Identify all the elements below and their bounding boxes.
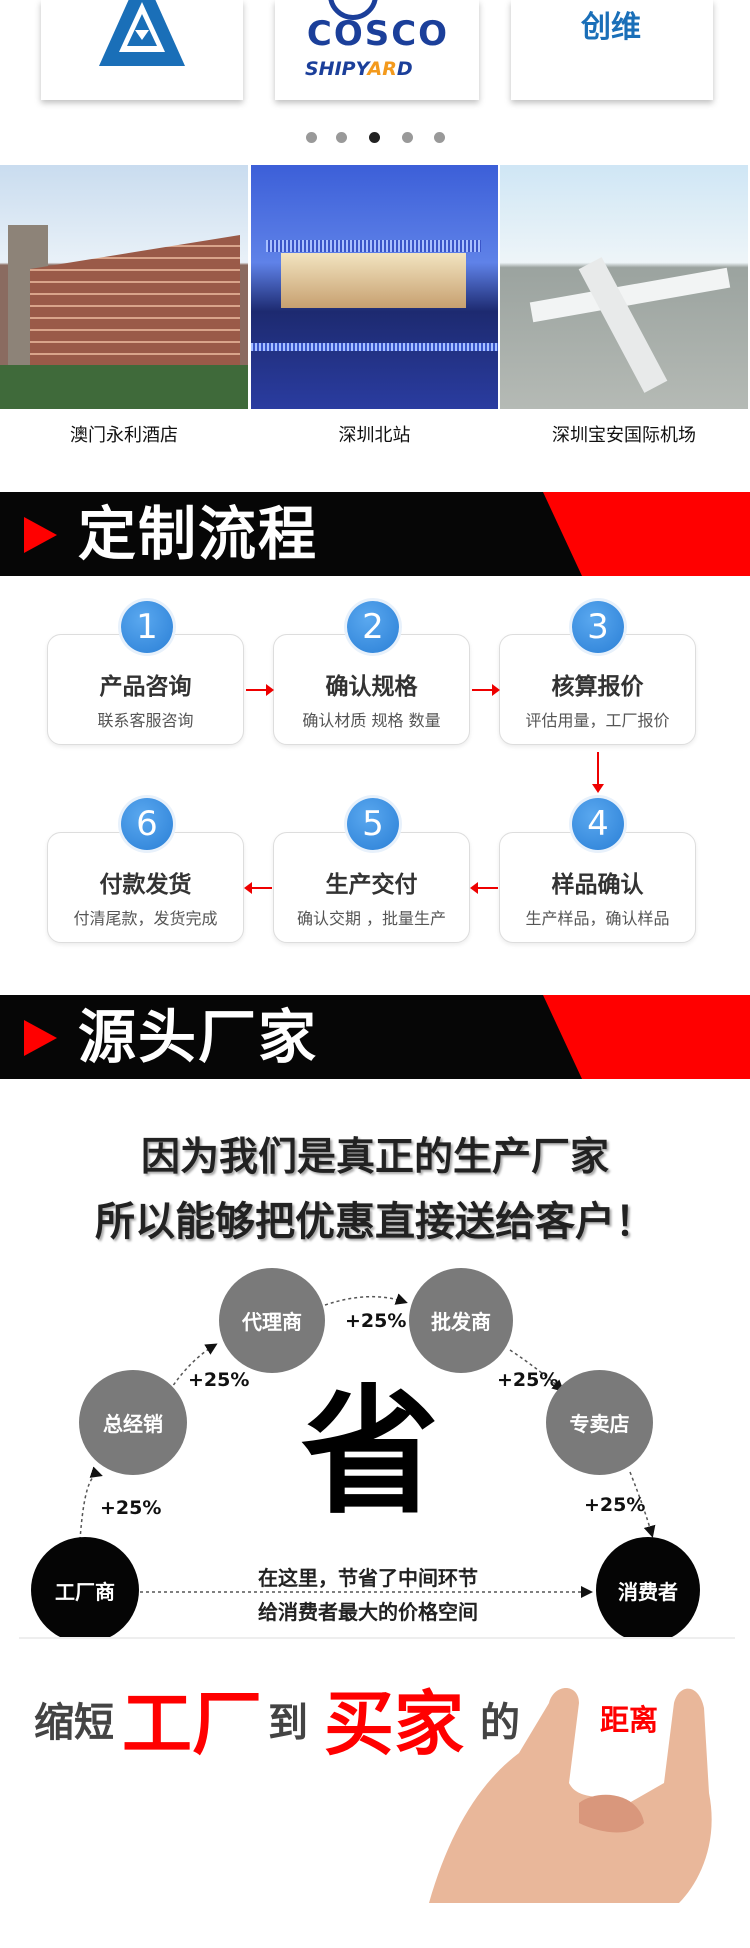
step-title: 核算报价 (551, 674, 644, 700)
section-title: 定制流程 (78, 500, 319, 568)
cosco-logo-text: COSCO (306, 14, 450, 54)
step-number-badge: 3 (572, 601, 624, 653)
carousel-dot-2[interactable] (336, 132, 347, 143)
step-title: 产品咨询 (99, 674, 192, 700)
carousel-dot-1[interactable] (306, 132, 317, 143)
divider (19, 1637, 735, 1639)
project-caption: 澳门永利酒店 (70, 425, 178, 446)
process-step-4: 样品确认生产样品，确认样品 (499, 832, 696, 943)
slogan-distance: 距离 (600, 1703, 659, 1737)
node-wholesaler: 批发商 (409, 1268, 513, 1373)
project-photo-shenzhen-north (251, 165, 498, 409)
node-agent: 代理商 (219, 1268, 325, 1373)
markup-label: +25% (100, 1497, 162, 1519)
node-distributor: 总经销 (79, 1370, 187, 1475)
process-step-6: 付款发货付清尾款，发货完成 (47, 832, 244, 943)
play-triangle-icon (24, 1020, 57, 1056)
slogan-part: 缩短 (34, 1700, 114, 1746)
note-line-2: 给消费者最大的价格空间 (258, 1600, 478, 1624)
slogan-highlight: 工厂 (122, 1683, 262, 1765)
node-consumer: 消费者 (596, 1537, 700, 1637)
step-title: 生产交付 (325, 872, 418, 898)
step-title: 付款发货 (99, 872, 192, 898)
step-desc: 联系客服咨询 (97, 711, 194, 730)
step-number-badge: 4 (572, 798, 624, 850)
step-title: 确认规格 (325, 674, 418, 700)
step-number-badge: 5 (347, 798, 399, 850)
banner-red-stripe (543, 492, 750, 576)
arrow-right-icon (472, 684, 500, 696)
hand-pinch-image (429, 1688, 712, 1903)
slogan-part: 到 (268, 1700, 308, 1746)
arrow-left-icon (244, 882, 272, 894)
section-banner-factory: 源头厂家 (0, 995, 750, 1079)
section-title: 源头厂家 (78, 1003, 319, 1071)
node-store: 专卖店 (546, 1370, 653, 1475)
carousel-dot-4[interactable] (402, 132, 413, 143)
step-desc: 确认材质 规格 数量 (302, 711, 441, 730)
markup-label: +25% (345, 1310, 407, 1332)
step-number-badge: 6 (121, 798, 173, 850)
step-desc: 确认交期 ，批量生产 (296, 909, 447, 928)
node-factory: 工厂商 (31, 1537, 139, 1637)
client-logo-card: COSCO SHIPYARD (275, 0, 479, 100)
skyworth-logo-text: 创维 (581, 10, 641, 45)
note-line-1: 在这里，节省了中间环节 (258, 1566, 478, 1590)
process-step-5: 生产交付确认交期 ，批量生产 (273, 832, 470, 943)
project-photo-wynn (0, 165, 248, 409)
client-logo-card: 创维 (511, 0, 713, 100)
markup-label: +25% (188, 1369, 250, 1391)
carousel-dot-5[interactable] (434, 132, 445, 143)
markup-label: +25% (584, 1494, 646, 1516)
arrow-left-icon (470, 882, 498, 894)
slogan-part: 的 (480, 1700, 520, 1746)
step-number-badge: 1 (121, 601, 173, 653)
arrow-right-icon (246, 684, 274, 696)
slogan-highlight: 买家 (324, 1683, 464, 1765)
triangle-logo-icon (99, 0, 185, 66)
headline-line-1: 因为我们是真正的生产厂家 (140, 1135, 609, 1180)
arrow-down-icon (592, 752, 604, 793)
banner-red-stripe (543, 995, 750, 1079)
markup-label: +25% (497, 1369, 559, 1391)
save-character: 省 (300, 1372, 439, 1533)
project-photo-baoan-airport (500, 165, 748, 409)
section-banner-process: 定制流程 (0, 492, 750, 576)
supply-chain-connectors (79, 1293, 656, 1598)
step-desc: 生产样品，确认样品 (525, 909, 670, 928)
carousel-dot-3[interactable] (369, 132, 380, 143)
play-triangle-icon (24, 517, 57, 553)
project-caption: 深圳宝安国际机场 (552, 425, 696, 446)
shipyard-logo-text: SHIPYARD (305, 58, 413, 80)
step-title: 样品确认 (551, 872, 644, 898)
step-desc: 评估用量，工厂报价 (525, 711, 670, 730)
client-logo-card (41, 0, 243, 100)
project-caption: 深圳北站 (338, 425, 411, 446)
step-desc: 付清尾款，发货完成 (73, 909, 218, 928)
headline-line-2: 所以能够把优惠直接送给客户！ (95, 1199, 655, 1245)
step-number-badge: 2 (347, 601, 399, 653)
